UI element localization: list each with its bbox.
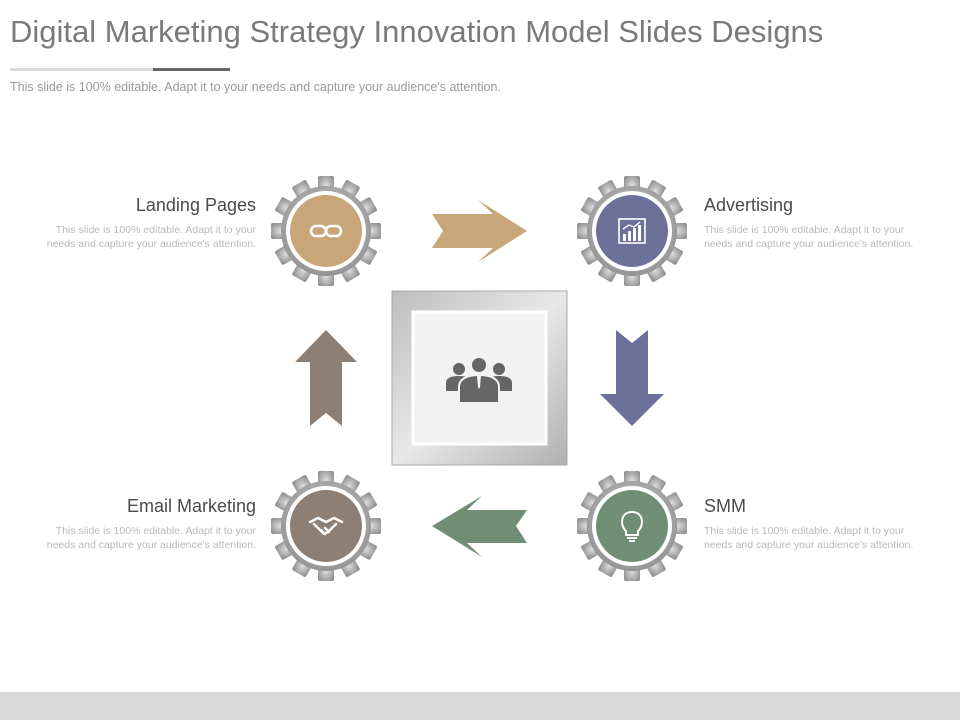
arrow-up-icon (295, 330, 357, 426)
gear-email-marketing (271, 471, 381, 581)
node-desc-landing-pages: This slide is 100% editable. Adapt it to… (46, 224, 256, 250)
gear-advertising (577, 176, 687, 286)
lightbulb-icon (621, 510, 643, 542)
gear-smm (577, 471, 687, 581)
node-desc-email-marketing: This slide is 100% editable. Adapt it to… (46, 525, 256, 551)
arrow-down-icon (600, 330, 664, 426)
node-label-email-marketing: Email Marketing (126, 496, 256, 516)
gear-landing-pages (271, 176, 381, 286)
node-desc-advertising: This slide is 100% editable. Adapt it to… (704, 224, 914, 250)
node-label-landing-pages: Landing Pages (135, 195, 256, 215)
arrow-left-icon (432, 496, 527, 557)
gear-advertising-circle (596, 195, 668, 267)
node-desc-smm: This slide is 100% editable. Adapt it to… (704, 525, 914, 551)
footer-bar (0, 692, 960, 720)
title-underline-light (10, 68, 153, 71)
slide-subtitle: This slide is 100% editable. Adapt it to… (10, 80, 501, 94)
team-icon (446, 356, 512, 404)
title-underline-dark (153, 68, 230, 71)
link-icon (309, 224, 343, 238)
arrow-right-icon (432, 200, 527, 262)
gear-smm-circle (596, 490, 668, 562)
slide-title: Digital Marketing Strategy Innovation Mo… (10, 14, 824, 49)
bar-chart-icon (618, 218, 646, 244)
gear-email-marketing-circle (290, 490, 362, 562)
node-label-smm: SMM (704, 496, 746, 516)
node-label-advertising: Advertising (704, 195, 794, 215)
handshake-icon (308, 516, 344, 536)
